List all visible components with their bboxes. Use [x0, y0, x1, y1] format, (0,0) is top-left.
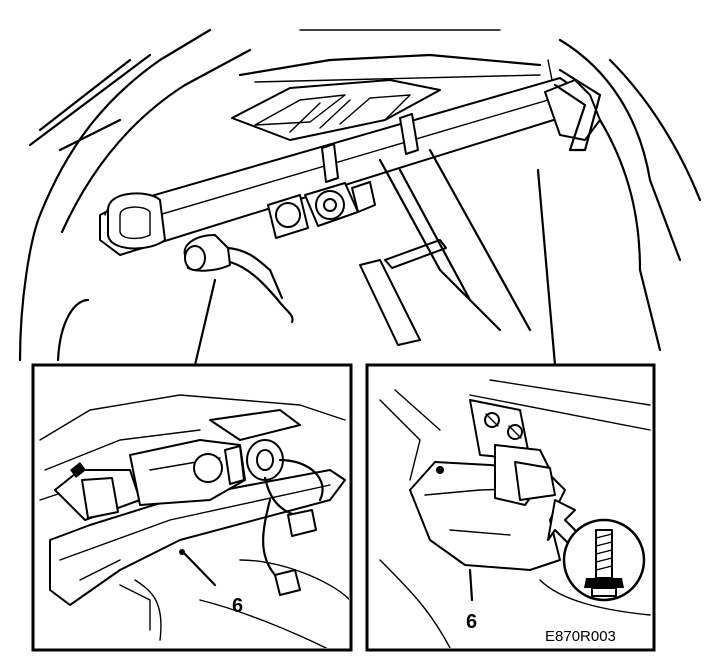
left-callout-number: 6: [232, 595, 243, 617]
left-detail-inset: 6: [31, 363, 353, 652]
right-callout-number: 6: [466, 611, 477, 633]
right-detail-inset: 6 E870R003: [365, 363, 656, 652]
figure-code: E870R003: [545, 628, 616, 645]
overview-illustration: [18, 28, 702, 367]
